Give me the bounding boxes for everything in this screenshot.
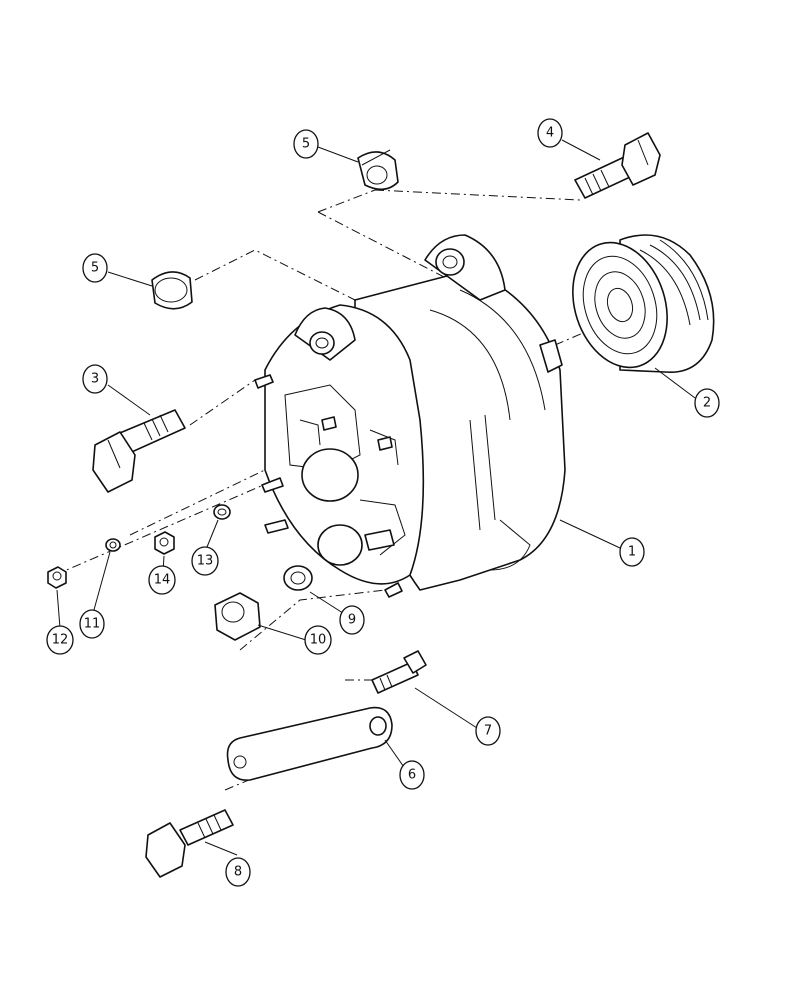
svg-text:10: 10: [310, 633, 327, 648]
callout-4: 4: [537, 118, 563, 148]
callout-6: 6: [399, 760, 425, 790]
svg-text:7: 7: [484, 724, 492, 739]
alternator: [254, 234, 566, 598]
svg-text:3: 3: [91, 372, 99, 387]
callout-1: 1: [619, 537, 645, 567]
nut-small: [47, 566, 67, 589]
bolt-bottom: [145, 809, 234, 878]
pulley: [572, 234, 715, 373]
svg-text:8: 8: [234, 865, 242, 880]
svg-text:9: 9: [348, 613, 356, 628]
svg-text:13: 13: [197, 554, 214, 569]
flange-nut-top: [357, 149, 399, 191]
nut-large: [214, 592, 261, 641]
callout-12: 12: [46, 625, 74, 655]
svg-text:4: 4: [546, 126, 554, 141]
callout-14: 14: [148, 565, 176, 595]
svg-text:5: 5: [302, 137, 310, 152]
callout-11: 11: [79, 609, 105, 639]
callout-3: 3: [82, 364, 108, 394]
callout-13: 13: [191, 546, 219, 576]
callout-8: 8: [225, 857, 251, 887]
callout-10: 10: [304, 625, 332, 655]
callout-leaders: [56, 139, 696, 856]
svg-text:6: 6: [408, 768, 416, 783]
svg-text:12: 12: [52, 633, 69, 648]
bolt-left: [92, 409, 186, 493]
link-bolt: [371, 650, 427, 694]
washer-small: [105, 538, 121, 552]
washer-medium: [213, 504, 231, 520]
callout-2: 2: [694, 388, 720, 418]
adjusting-link: [226, 706, 393, 781]
lock-washer: [283, 565, 313, 591]
svg-text:11: 11: [84, 617, 101, 632]
svg-text:5: 5: [91, 261, 99, 276]
svg-text:1: 1: [628, 545, 636, 560]
callout-7: 7: [475, 716, 501, 746]
spacer-left: [151, 271, 193, 310]
nut-medium: [154, 531, 175, 555]
svg-text:2: 2: [703, 396, 711, 411]
callout-9: 9: [339, 605, 365, 635]
callout-5-left: 5: [82, 253, 108, 283]
callout-5-top: 5: [293, 129, 319, 159]
bolt-top: [574, 132, 661, 199]
svg-text:14: 14: [154, 573, 171, 588]
